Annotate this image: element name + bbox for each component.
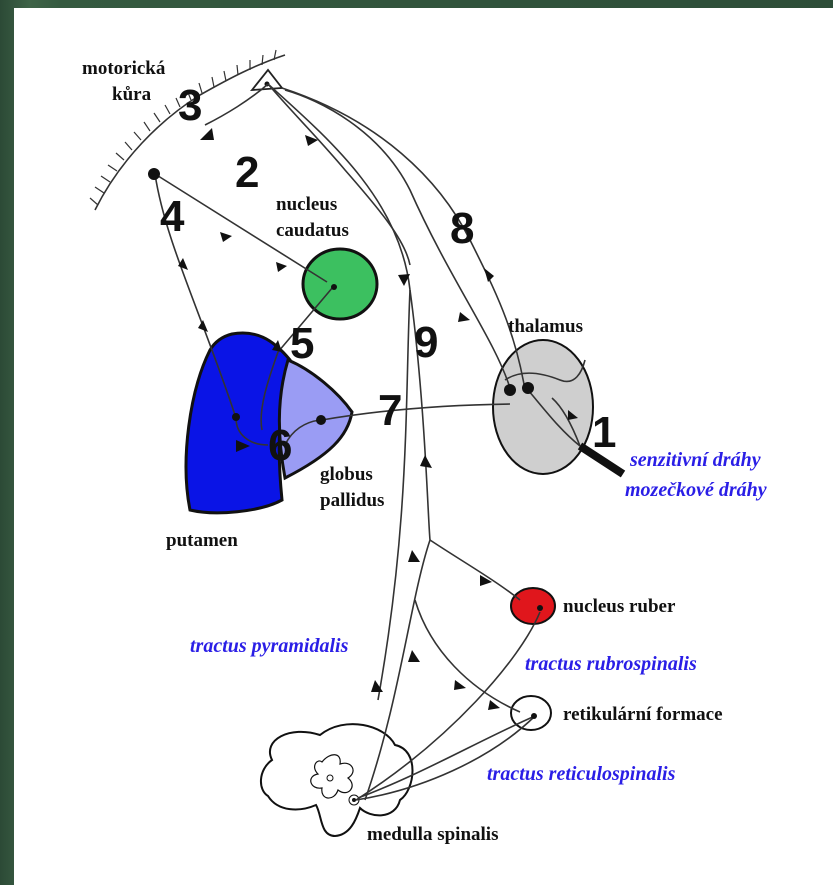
label-pallidus: pallidus bbox=[320, 490, 384, 511]
label-medulla-spinalis: medulla spinalis bbox=[367, 824, 498, 845]
pathway-number-9: 9 bbox=[414, 318, 438, 367]
label-tractus-rubrospinalis: tractus rubrospinalis bbox=[525, 653, 697, 675]
label-tractus-reticulospinalis: tractus reticulospinalis bbox=[487, 763, 676, 785]
label-globus: globus bbox=[320, 464, 373, 485]
pathway-number-4: 4 bbox=[160, 192, 185, 241]
pathway-number-1: 1 bbox=[592, 408, 616, 457]
label-caudatus: caudatus bbox=[276, 220, 349, 241]
label-nucleus: nucleus bbox=[276, 194, 337, 215]
label-motoricka: motorická bbox=[82, 58, 166, 79]
label-retikularni-formace: retikulární formace bbox=[563, 704, 723, 725]
label-nucleus-ruber: nucleus ruber bbox=[563, 596, 676, 617]
label-mozeckove-drahy: mozečkové dráhy bbox=[625, 479, 767, 501]
pathway-number-8: 8 bbox=[450, 204, 474, 253]
label-thalamus: thalamus bbox=[508, 316, 583, 337]
pathway-number-3: 3 bbox=[178, 81, 202, 130]
pathway-number-7: 7 bbox=[378, 386, 402, 435]
pathway-number-5: 5 bbox=[290, 319, 314, 368]
label-senzitivni-drahy: senzitivní dráhy bbox=[629, 449, 761, 471]
label-kura: kůra bbox=[112, 84, 152, 105]
pathway-number-2: 2 bbox=[235, 148, 259, 197]
label-putamen: putamen bbox=[166, 530, 238, 551]
nucleus-ruber-shape bbox=[511, 588, 555, 624]
pathway-number-6: 6 bbox=[268, 421, 292, 470]
pyramidal-neuron bbox=[252, 70, 282, 90]
label-tractus-pyramidalis: tractus pyramidalis bbox=[190, 635, 349, 657]
